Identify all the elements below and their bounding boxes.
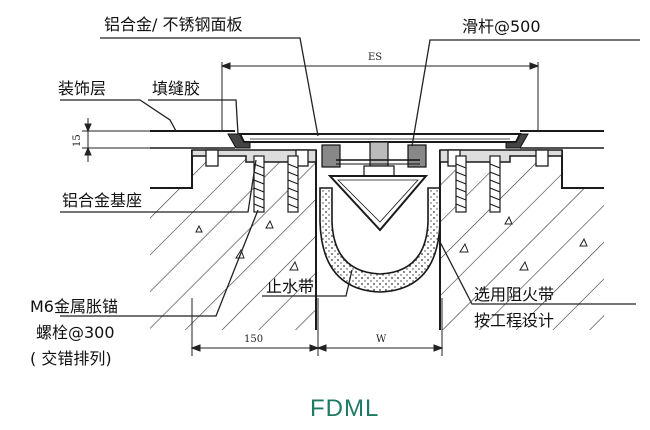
label-slide-rod: 滑杆@500 [462,17,541,36]
dimension-thickness [82,118,150,162]
label-finish-layer: 装饰层 [58,79,106,98]
v-plate [327,175,429,232]
waterstop [319,187,441,293]
label-thickness-dim: 15 [72,134,83,147]
label-fire-1: 选用阻火带 [474,285,554,304]
label-anchor-1: M6金属胀锚 [30,297,118,316]
dimension-es [220,62,540,132]
finish-layer [150,130,604,149]
diagram-caption: FDML [310,395,379,422]
cover-plate [238,133,522,143]
dimension-bottom [190,298,444,356]
label-waterstop: 止水带 [266,277,314,296]
slide-mechanism [321,141,427,177]
label-top-plate: 铝合金/ 不锈钢面板 [104,15,242,34]
anchor-bolts [253,155,501,213]
label-fire-2: 按工程设计 [474,311,554,330]
label-anchor-3: ( 交错排列) [30,349,112,368]
label-dim-150: 150 [244,334,263,345]
label-dim-w: W [376,334,387,345]
label-anchor-2: 螺栓@300 [36,323,115,342]
aggregate-marks [195,215,588,271]
label-sealant: 填缝胶 [152,79,200,98]
label-es-dim: ES [368,52,382,63]
left-concrete-slab [150,150,318,330]
right-concrete-slab [439,150,604,330]
right-base-seat [439,149,563,167]
leader-lines [60,37,640,317]
label-base-seat: 铝合金基座 [62,191,142,210]
